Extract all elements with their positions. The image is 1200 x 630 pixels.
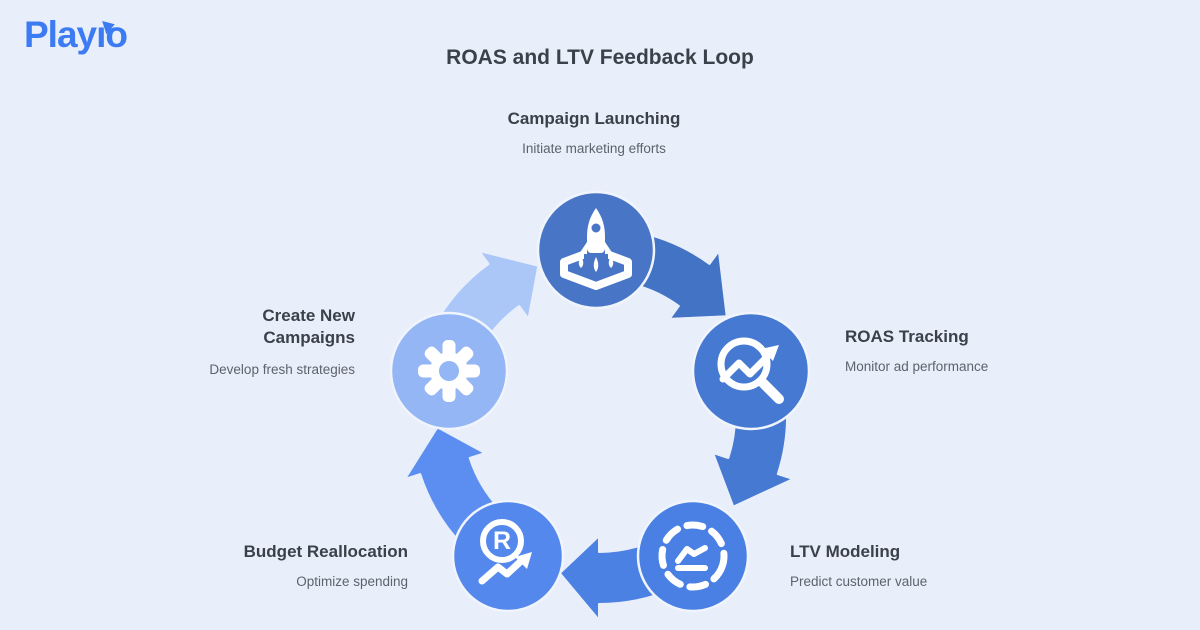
node-ltv-modeling bbox=[636, 499, 750, 613]
create-new-campaigns-title: Create New Campaigns bbox=[262, 306, 355, 347]
rocket-launch-icon bbox=[560, 208, 632, 290]
magnifier-trend-icon bbox=[717, 337, 784, 404]
create-new-campaigns-subtitle: Develop fresh strategies bbox=[209, 362, 355, 377]
label-ltv-modeling: LTV Modeling Predict customer value bbox=[790, 541, 1030, 590]
node-budget-reallocation: R bbox=[451, 499, 565, 613]
playio-logo: Playıo bbox=[24, 14, 128, 56]
label-create-new-campaigns: Create New Campaigns Develop fresh strat… bbox=[145, 305, 355, 378]
coin-glyph: R bbox=[493, 527, 511, 555]
node-roas-tracking bbox=[691, 311, 811, 431]
ltv-modeling-title: LTV Modeling bbox=[790, 542, 901, 561]
ltv-modeling-subtitle: Predict customer value bbox=[790, 573, 928, 589]
dashed-circle-chart-icon bbox=[658, 521, 728, 591]
campaign-launching-subtitle: Initiate marketing efforts bbox=[522, 140, 666, 156]
budget-reallocation-subtitle: Optimize spending bbox=[296, 573, 408, 589]
node-campaign-launching bbox=[536, 190, 656, 310]
label-budget-reallocation: Budget Reallocation Optimize spending bbox=[148, 541, 408, 590]
node-create-new-campaigns bbox=[389, 311, 509, 431]
budget-reallocation-title: Budget Reallocation bbox=[243, 542, 408, 561]
roas-tracking-subtitle: Monitor ad performance bbox=[845, 358, 989, 374]
gear-icon bbox=[418, 340, 480, 402]
playio-logo-text: Playıo bbox=[24, 14, 128, 55]
label-campaign-launching: Campaign Launching Initiate marketing ef… bbox=[444, 108, 744, 157]
roas-tracking-title: ROAS Tracking bbox=[845, 327, 969, 346]
coin-trend-icon: R bbox=[478, 519, 532, 585]
campaign-launching-title: Campaign Launching bbox=[507, 109, 681, 128]
page-title: ROAS and LTV Feedback Loop bbox=[446, 46, 754, 69]
label-roas-tracking: ROAS Tracking Monitor ad performance bbox=[845, 326, 1085, 375]
